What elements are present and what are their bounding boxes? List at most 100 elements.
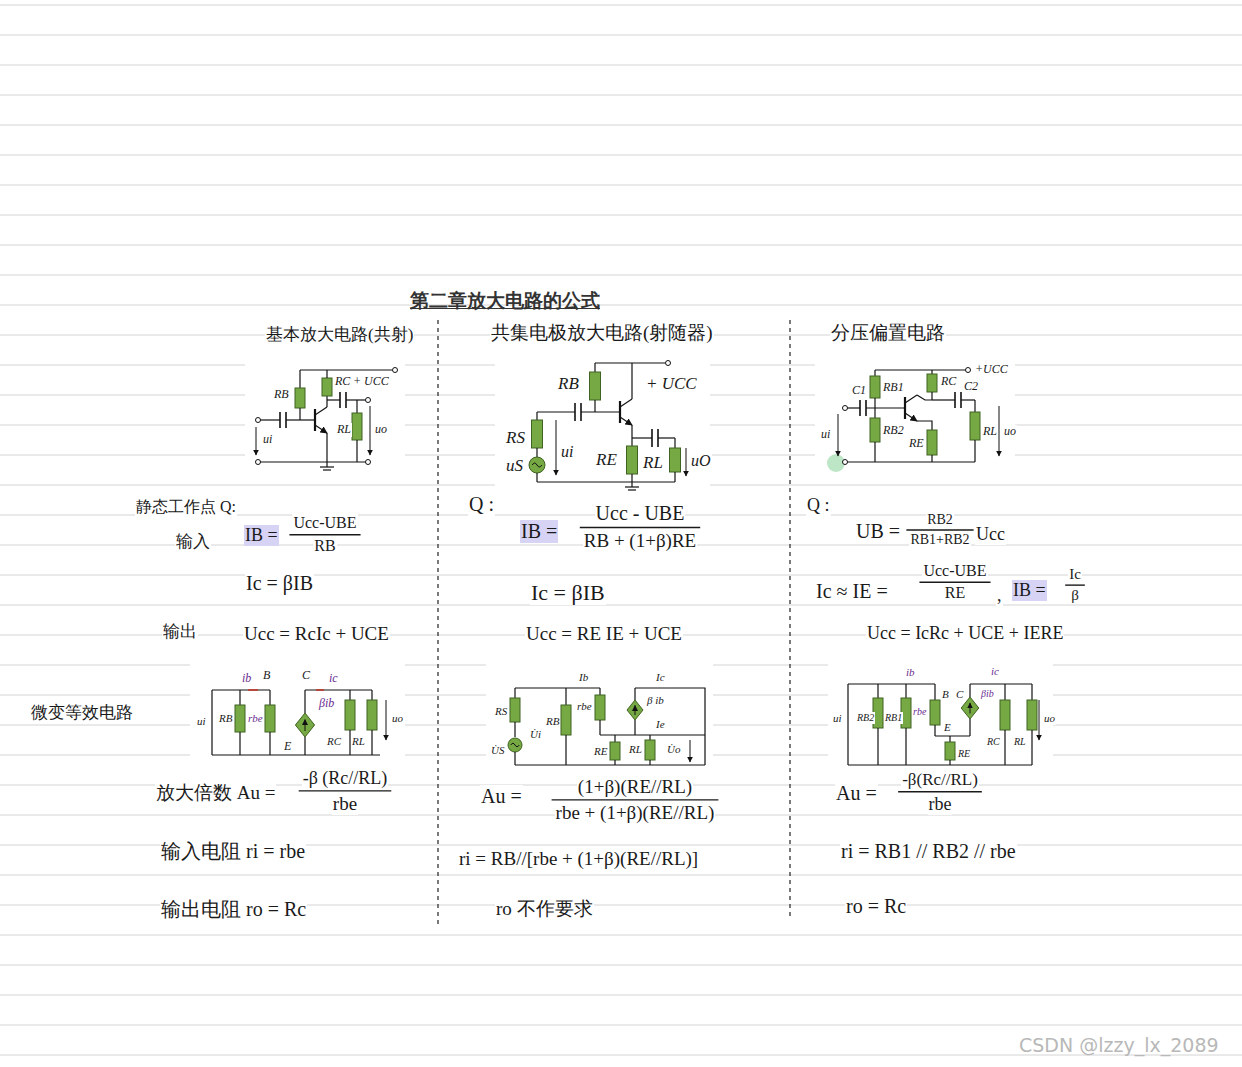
wire	[1031, 730, 1032, 765]
component-label: Ic	[655, 671, 666, 684]
component-label: RC	[986, 736, 1001, 748]
component-label: ui	[820, 428, 831, 442]
wire	[305, 720, 306, 731]
formula-note: ro 不作要求	[495, 898, 594, 920]
wire	[371, 730, 372, 755]
wire	[932, 399, 955, 400]
component-label: RL	[628, 743, 643, 756]
component-label: RB1	[884, 712, 903, 724]
fraction-bar	[299, 790, 392, 791]
wire	[866, 407, 905, 408]
wire	[326, 370, 327, 378]
wire	[594, 363, 595, 372]
wire	[631, 474, 632, 482]
component-label: uo	[391, 712, 404, 725]
component-label: RL	[982, 425, 998, 439]
formula-note: RE	[944, 584, 966, 602]
wire	[635, 706, 636, 716]
formula-note: RB	[313, 537, 336, 555]
resistor-symbol	[870, 418, 880, 442]
resistor-symbol	[561, 705, 571, 735]
formula-note: RB1+RB2	[909, 532, 970, 548]
terminal-dot	[256, 460, 261, 465]
figure-ground	[245, 360, 405, 475]
ruled-line	[0, 155, 1242, 156]
wire	[686, 448, 687, 476]
formula-note: Ic ≈ IE =	[815, 580, 889, 603]
formula-note: Ucc	[975, 524, 1006, 545]
formula-note: 微变等效电路	[30, 703, 134, 723]
formula-note: IB =	[244, 525, 279, 546]
component-label: rbe	[912, 706, 927, 718]
formula-note: Au =	[480, 785, 523, 808]
wire	[999, 406, 1000, 456]
formula-note: rbe + (1+β)(RE//RL)	[555, 802, 716, 824]
component-label: RL	[1013, 736, 1027, 748]
wire	[631, 438, 632, 446]
component-label: RB	[273, 388, 290, 402]
voltage-source	[529, 457, 545, 473]
component-label: RB	[557, 374, 580, 394]
figure-ground	[486, 664, 713, 778]
fraction-bar	[580, 527, 700, 528]
wire	[690, 740, 691, 762]
wire	[326, 396, 327, 407]
ruled-line	[0, 605, 1242, 606]
source-tilde	[532, 463, 542, 467]
wire	[935, 735, 970, 736]
wire	[1004, 730, 1005, 765]
wire	[847, 461, 975, 462]
formula-note: Au =	[835, 782, 878, 805]
wire	[212, 689, 270, 690]
resistor-symbol	[610, 742, 620, 760]
wire	[600, 734, 705, 735]
component-label: RS	[505, 428, 526, 448]
formula-note: Q :	[806, 495, 831, 516]
wire	[649, 760, 650, 765]
wire	[1039, 700, 1040, 740]
wire	[917, 421, 932, 430]
wire	[256, 427, 257, 455]
formula-note: (1+β)(RE//RL)	[577, 776, 693, 798]
wire	[970, 703, 971, 713]
resistor-symbol	[627, 446, 638, 474]
resistor-symbol	[235, 705, 245, 732]
wire	[931, 392, 932, 400]
wire	[635, 688, 705, 765]
component-label: ic	[990, 665, 1000, 678]
capacitor-symbol	[279, 412, 281, 428]
component-label: ui	[560, 443, 574, 461]
wire	[514, 752, 515, 765]
voltage-source	[508, 738, 522, 752]
wire	[625, 486, 639, 487]
wire	[305, 689, 372, 690]
resistor-symbol	[945, 742, 955, 760]
wire	[631, 482, 632, 487]
wire	[536, 412, 537, 420]
wire	[314, 409, 316, 431]
formula-note: β	[1070, 587, 1080, 604]
component-label: RC	[326, 735, 342, 748]
watermark: CSDN @lzzy_lx_2089	[1018, 1035, 1220, 1057]
formula-note: Ic = βIB	[245, 572, 314, 595]
formula-note: rbe	[332, 793, 358, 815]
component-label: + UCC	[352, 375, 390, 389]
wire	[628, 489, 636, 490]
wire	[356, 400, 357, 413]
wire	[300, 369, 392, 370]
wire	[239, 690, 240, 705]
resistor-symbol	[295, 388, 305, 408]
component-label: B	[262, 669, 271, 683]
wire	[514, 722, 515, 737]
resistor-symbol	[510, 698, 520, 722]
fraction-bar	[1065, 584, 1085, 585]
component-label: U̇o	[666, 743, 681, 756]
component-label: E	[283, 740, 292, 754]
wire	[905, 413, 917, 421]
wire	[326, 433, 327, 462]
formula-note: 放大倍数 Au =	[155, 782, 276, 804]
ruled-line	[0, 215, 1242, 216]
wire	[371, 690, 372, 700]
